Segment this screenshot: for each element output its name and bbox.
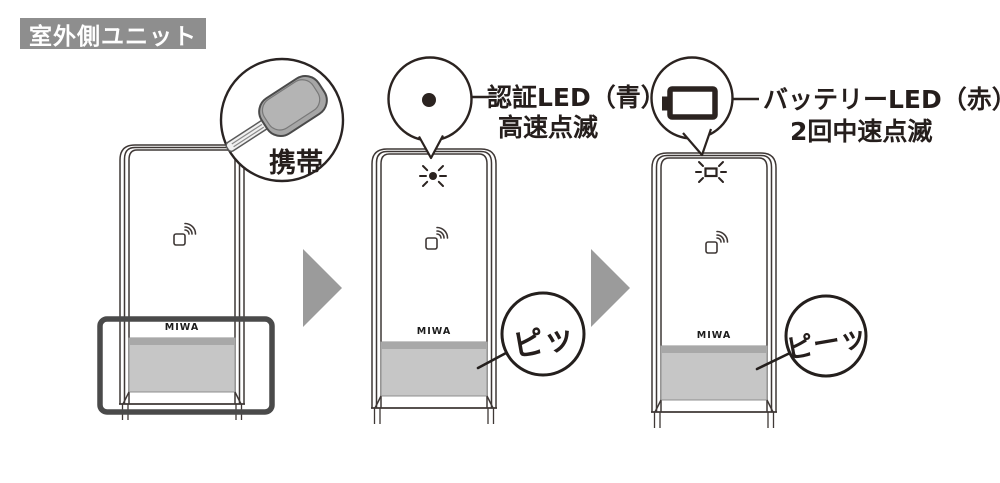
- key-fob-callout: [219, 57, 345, 183]
- sound-leader-line: [755, 351, 792, 371]
- battery-led-blink-label: 2回中速点滅: [790, 117, 933, 146]
- blinking-led-icon: [419, 165, 447, 187]
- key-fob-label: 携帯: [269, 148, 323, 179]
- sound-bubble-long-beep: [784, 294, 868, 378]
- auth-led-blink-label: 高速点滅: [498, 113, 599, 142]
- auth-led-label: 認証LED（青）: [487, 83, 666, 112]
- battery-led-label: バッテリーLED（赤）: [763, 85, 1000, 114]
- arrow-right-icon: [591, 249, 630, 327]
- led-dot-icon: [422, 93, 436, 107]
- highlight-box: [97, 316, 275, 415]
- lock-unit-panel-2: [370, 148, 498, 425]
- lock-unit-panel-1: [118, 144, 246, 421]
- key-fob-icon: [225, 75, 328, 153]
- auth-led-callout: [387, 56, 489, 160]
- battery-icon: [662, 86, 718, 120]
- brand-logo: MIWA: [416, 326, 452, 337]
- sound-bubble-beep: [500, 291, 586, 377]
- brand-logo: MIWA: [696, 330, 732, 341]
- lock-unit-panel-3: [650, 152, 778, 429]
- arrow-right-icon: [303, 249, 342, 327]
- battery-led-callout: [650, 56, 759, 157]
- sound-leader-line: [476, 351, 508, 370]
- blinking-battery-icon: [695, 161, 727, 183]
- outdoor-unit-badge: 室外側ユニット: [20, 18, 206, 50]
- brand-logo: MIWA: [164, 322, 200, 333]
